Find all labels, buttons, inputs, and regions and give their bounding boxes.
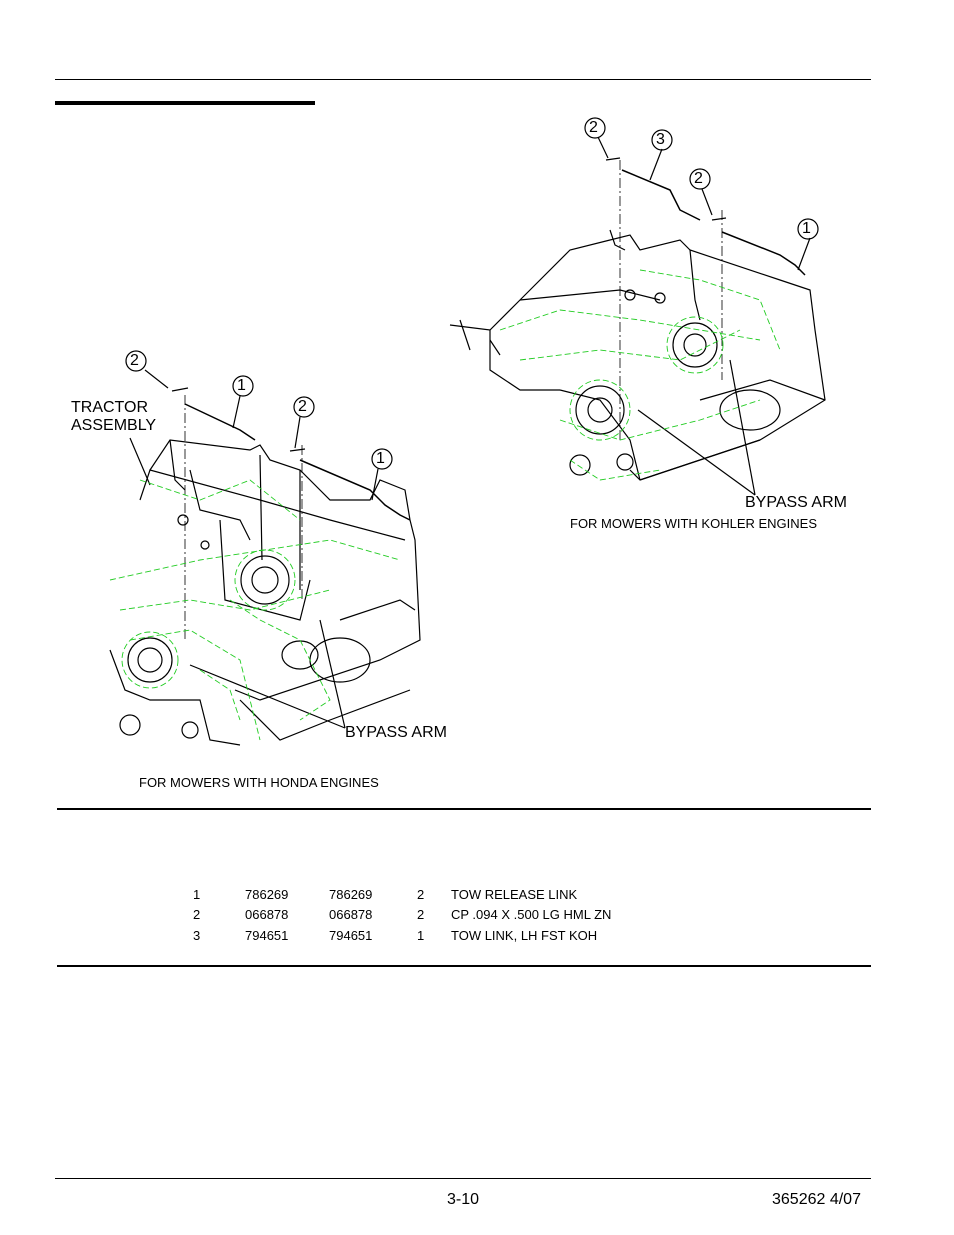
key-number: 3: [193, 927, 201, 943]
document-code: 365262 4/07: [772, 1191, 861, 1208]
key-number: 1: [193, 886, 201, 902]
callout-number: 1: [802, 220, 811, 237]
part-number: 066878: [245, 907, 289, 923]
part-number: 794651: [329, 927, 373, 943]
callout-number: 3: [656, 131, 665, 148]
callout-number: 2: [130, 352, 139, 369]
key-number: 2: [193, 907, 201, 923]
description: CP .094 X .500 LG HML ZN: [451, 907, 612, 923]
page-number: 3-10: [447, 1191, 480, 1208]
callout-number: 2: [589, 119, 598, 136]
callout-number: 2: [694, 170, 703, 187]
tractor-label-line2: ASSEMBLY: [71, 417, 157, 434]
top-rule: [55, 79, 871, 80]
footer-rule: [55, 1178, 871, 1179]
description: TOW LINK, LH FST KOH: [451, 927, 598, 943]
kohler-caption: FOR MOWERS WITH KOHLER ENGINES: [570, 516, 818, 531]
table-top-rule: [57, 808, 871, 810]
tractor-assembly-label: TRACTOR ASSEMBLY: [71, 399, 156, 435]
section-title-bar: [55, 101, 315, 105]
part-number: 794651: [245, 927, 289, 943]
bypass-arm-label-kohler: BYPASS ARM: [745, 494, 847, 511]
parts-list-table: 1 786269 786269 2 TOW RELEASE LINK 2 066…: [193, 884, 611, 946]
table-row: 3 794651 794651 1 TOW LINK, LH FST KOH: [193, 925, 611, 946]
table-row: 2 066878 066878 2 CP .094 X .500 LG HML …: [193, 905, 611, 926]
description: TOW RELEASE LINK: [451, 886, 578, 902]
callout-number: 2: [298, 398, 307, 415]
callout-number: 1: [376, 450, 385, 467]
quantity: 1: [417, 927, 425, 943]
part-number: 786269: [245, 886, 289, 902]
tractor-label-line1: TRACTOR: [71, 399, 149, 416]
part-number: 786269: [329, 886, 373, 902]
callout-number: 1: [237, 377, 246, 394]
table-row: 1 786269 786269 2 TOW RELEASE LINK: [193, 884, 611, 905]
bypass-arm-label-honda: BYPASS ARM: [345, 724, 447, 741]
part-number: 066878: [329, 907, 373, 923]
honda-caption: FOR MOWERS WITH HONDA ENGINES: [139, 775, 379, 790]
quantity: 2: [417, 907, 425, 923]
table-bottom-rule: [57, 965, 871, 967]
quantity: 2: [417, 886, 425, 902]
